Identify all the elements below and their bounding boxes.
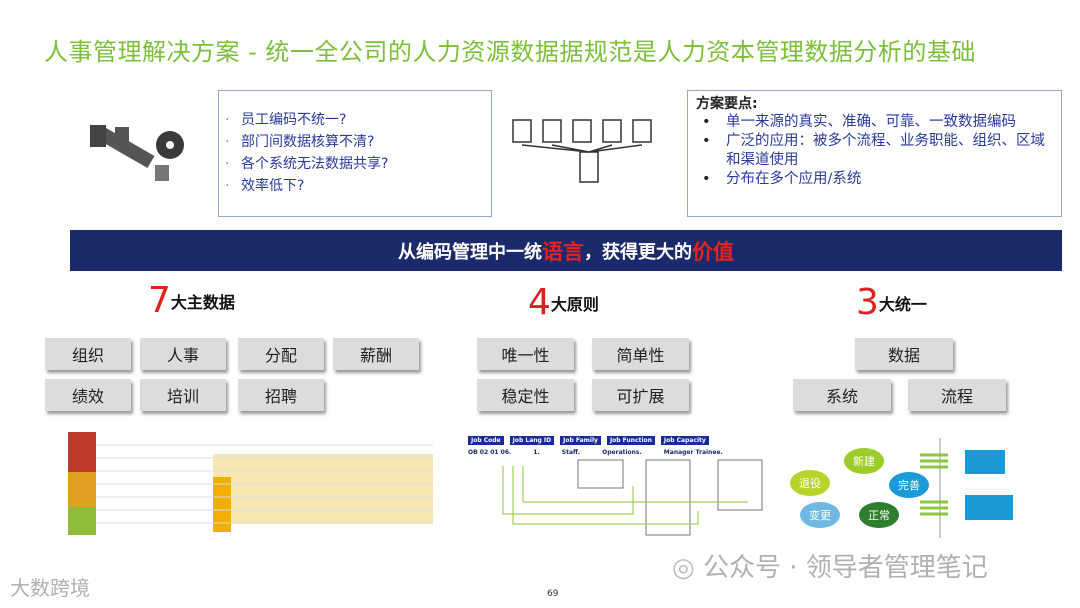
key-point-item: 分布在多个应用/系统 xyxy=(696,170,1053,189)
btn-simplicity[interactable]: 简单性 xyxy=(592,338,689,370)
lifecycle-stage: 正常 xyxy=(868,509,890,522)
job-value: 1. xyxy=(533,449,540,456)
page-number: 69 xyxy=(547,589,559,599)
lifecycle-stage: 完善 xyxy=(898,478,920,492)
job-header: Job Code xyxy=(468,436,504,445)
key-points-heading: 方案要点: xyxy=(696,96,758,112)
btn-data[interactable]: 数据 xyxy=(855,338,953,370)
job-header: Job Lang ID xyxy=(509,436,555,445)
watermark-left: 大数跨境 xyxy=(10,576,90,600)
btn-compensation[interactable]: 薪酬 xyxy=(333,338,419,370)
job-value: Manager Trainee. xyxy=(663,449,723,456)
seal-script-image xyxy=(505,100,670,195)
problem-item: 部门间数据核算不清? xyxy=(219,131,491,153)
job-value: Staff. xyxy=(561,449,581,456)
btn-uniqueness[interactable]: 唯一性 xyxy=(477,338,574,370)
master-data-table-image xyxy=(68,432,433,535)
btn-stability[interactable]: 稳定性 xyxy=(477,379,574,411)
btn-org[interactable]: 组织 xyxy=(45,338,131,370)
btn-extensibility[interactable]: 可扩展 xyxy=(592,379,689,411)
section-heading-principles: 4大原则 xyxy=(528,282,599,323)
page-title: 人事管理解决方案 - 统一全公司的人力资源数据据规范是人力资本管理数据分析的基础 xyxy=(44,38,976,66)
section-heading-master-data: 7大主数据 xyxy=(148,280,235,321)
key-point-item: 广泛的应用：被多个流程、业务职能、组织、区域和渠道使用 xyxy=(696,132,1053,170)
job-header: Job Capacity xyxy=(660,436,709,445)
key-point-item: 单一来源的真实、准确、可靠、一致数据编码 xyxy=(696,113,1053,132)
banner-text: ，获得更大的 xyxy=(584,241,692,263)
ancient-coins-image xyxy=(75,115,195,200)
btn-personnel[interactable]: 人事 xyxy=(140,338,226,370)
btn-allocation[interactable]: 分配 xyxy=(238,338,324,370)
wechat-icon: ◎ xyxy=(672,553,703,583)
problems-box: 员工编码不统一? 部门间数据核算不清? 各个系统无法数据共享? 效率低下? xyxy=(218,90,492,217)
btn-performance[interactable]: 绩效 xyxy=(45,379,131,411)
key-points-box: 方案要点: 单一来源的真实、准确、可靠、一致数据编码 广泛的应用：被多个流程、业… xyxy=(687,90,1062,217)
banner-highlight: 语言 xyxy=(542,239,584,264)
job-header: Job Function xyxy=(606,436,655,445)
section-heading-unification: 3大统一 xyxy=(856,282,927,323)
job-code-diagram: Job Code Job Lang ID Job Family Job Func… xyxy=(468,436,768,536)
lifecycle-stage: 变更 xyxy=(809,508,831,522)
btn-recruiting[interactable]: 招聘 xyxy=(238,379,324,411)
btn-training[interactable]: 培训 xyxy=(140,379,226,411)
problem-item: 员工编码不统一? xyxy=(219,109,491,131)
job-header: Job Family xyxy=(560,436,601,445)
problem-item: 各个系统无法数据共享? xyxy=(219,153,491,175)
problem-item: 效率低下? xyxy=(219,175,491,197)
banner: 从编码管理中一统语言，获得更大的价值 xyxy=(70,230,1062,271)
btn-process[interactable]: 流程 xyxy=(908,379,1006,411)
banner-text: 从编码管理中一统 xyxy=(398,241,542,263)
banner-highlight: 价值 xyxy=(692,239,734,264)
watermark-wechat: ◎ 公众号 · 领导者管理笔记 xyxy=(672,553,988,583)
lifecycle-stage: 新建 xyxy=(853,454,875,468)
lifecycle-diagram: 新建 完善 正常 变更 退役 xyxy=(780,438,1030,538)
lifecycle-stage: 退役 xyxy=(799,476,821,490)
btn-system[interactable]: 系统 xyxy=(793,379,891,411)
job-value: OB 02 01 06. xyxy=(468,449,512,456)
job-value: Operations. xyxy=(602,449,642,456)
